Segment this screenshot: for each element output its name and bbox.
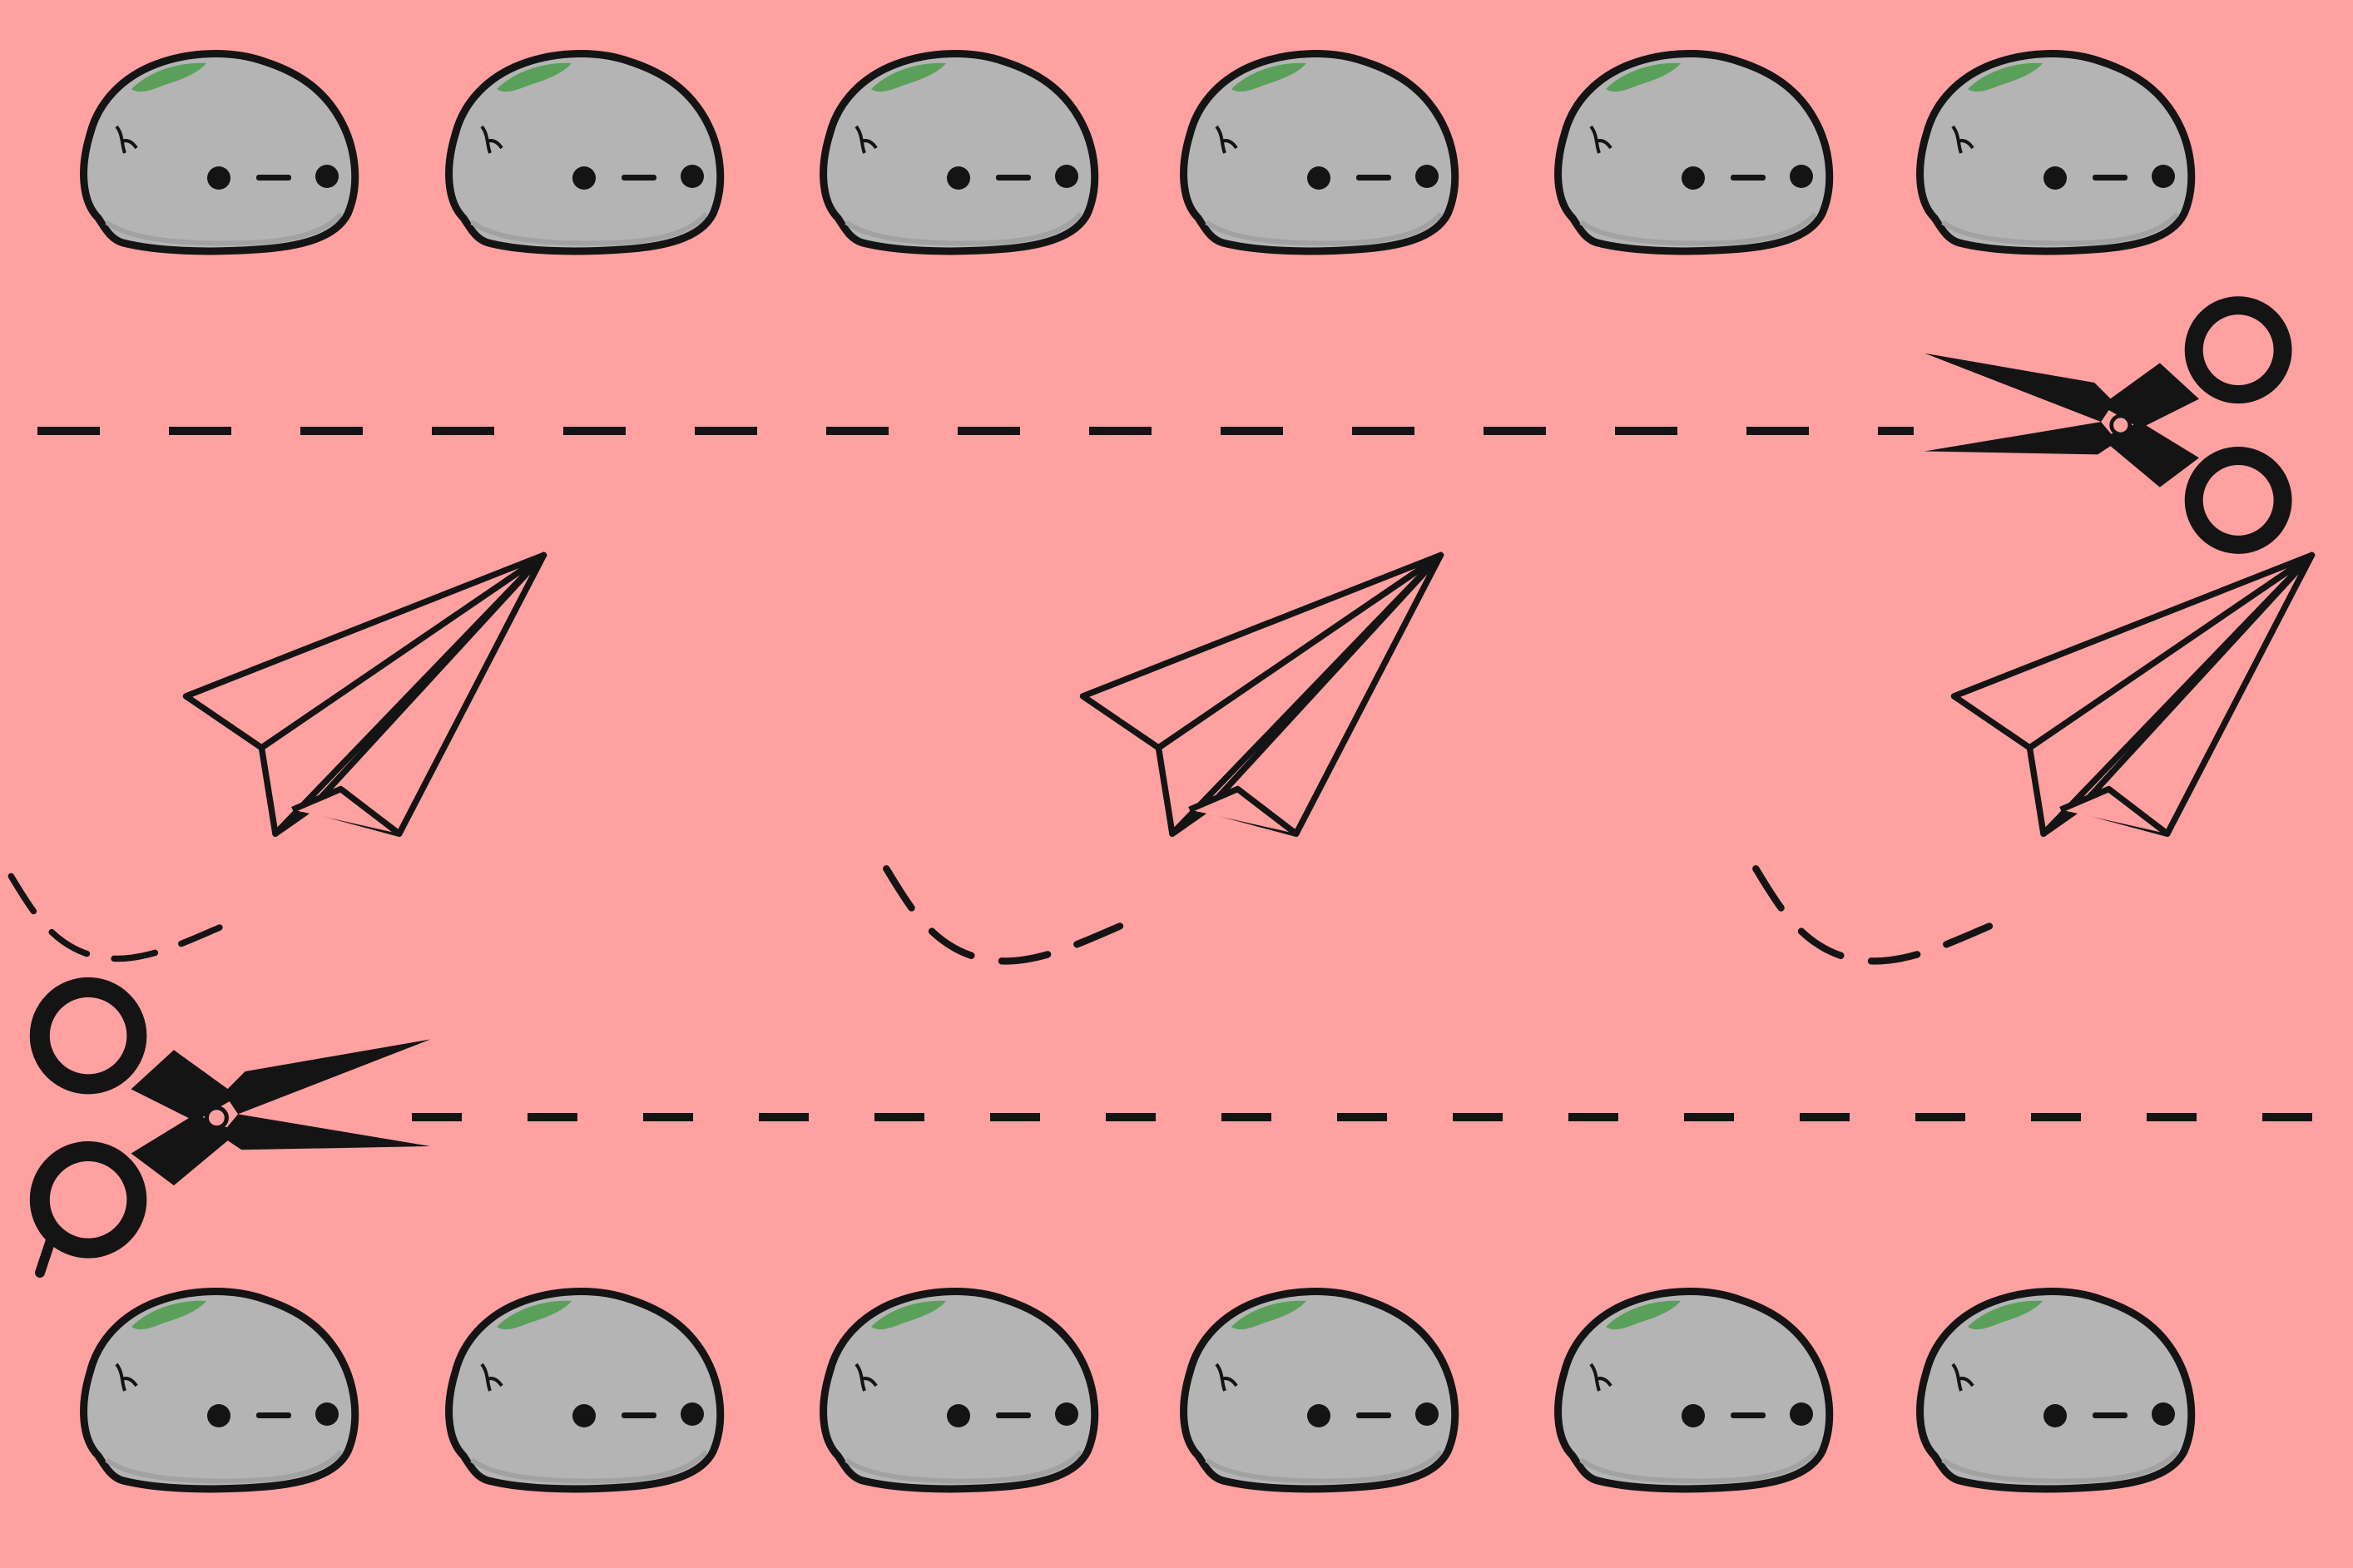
rock-face-icon [1558,54,1830,251]
paper-plane-icon [1082,555,1440,833]
cut-line-lower [40,987,2353,1278]
rock-face-icon [1184,54,1455,251]
rock-row-top [84,54,2192,251]
rock-face-icon [1558,1292,1830,1489]
rock-row-bottom [84,1292,2192,1489]
dashed-trail [1756,868,1996,961]
cut-line-upper [37,305,2283,545]
scissors-icon [40,987,431,1249]
paper-plane-row [11,555,2311,961]
rock-face-icon [84,54,355,251]
rock-face-icon [824,54,1095,251]
scissors-icon [1925,305,2283,545]
rock-face-icon [449,54,721,251]
rock-face-icon [824,1292,1095,1489]
rock-face-icon [449,1292,721,1489]
rock-face-icon [1920,54,2192,251]
rock-face-icon [1184,1292,1455,1489]
dashed-trail [886,868,1127,961]
paper-plane-icon [1954,555,2311,833]
rock-face-icon [1920,1292,2192,1489]
rock-face-icon [84,1292,355,1489]
paper-plane-icon [186,555,543,833]
dashed-trail [11,876,225,958]
